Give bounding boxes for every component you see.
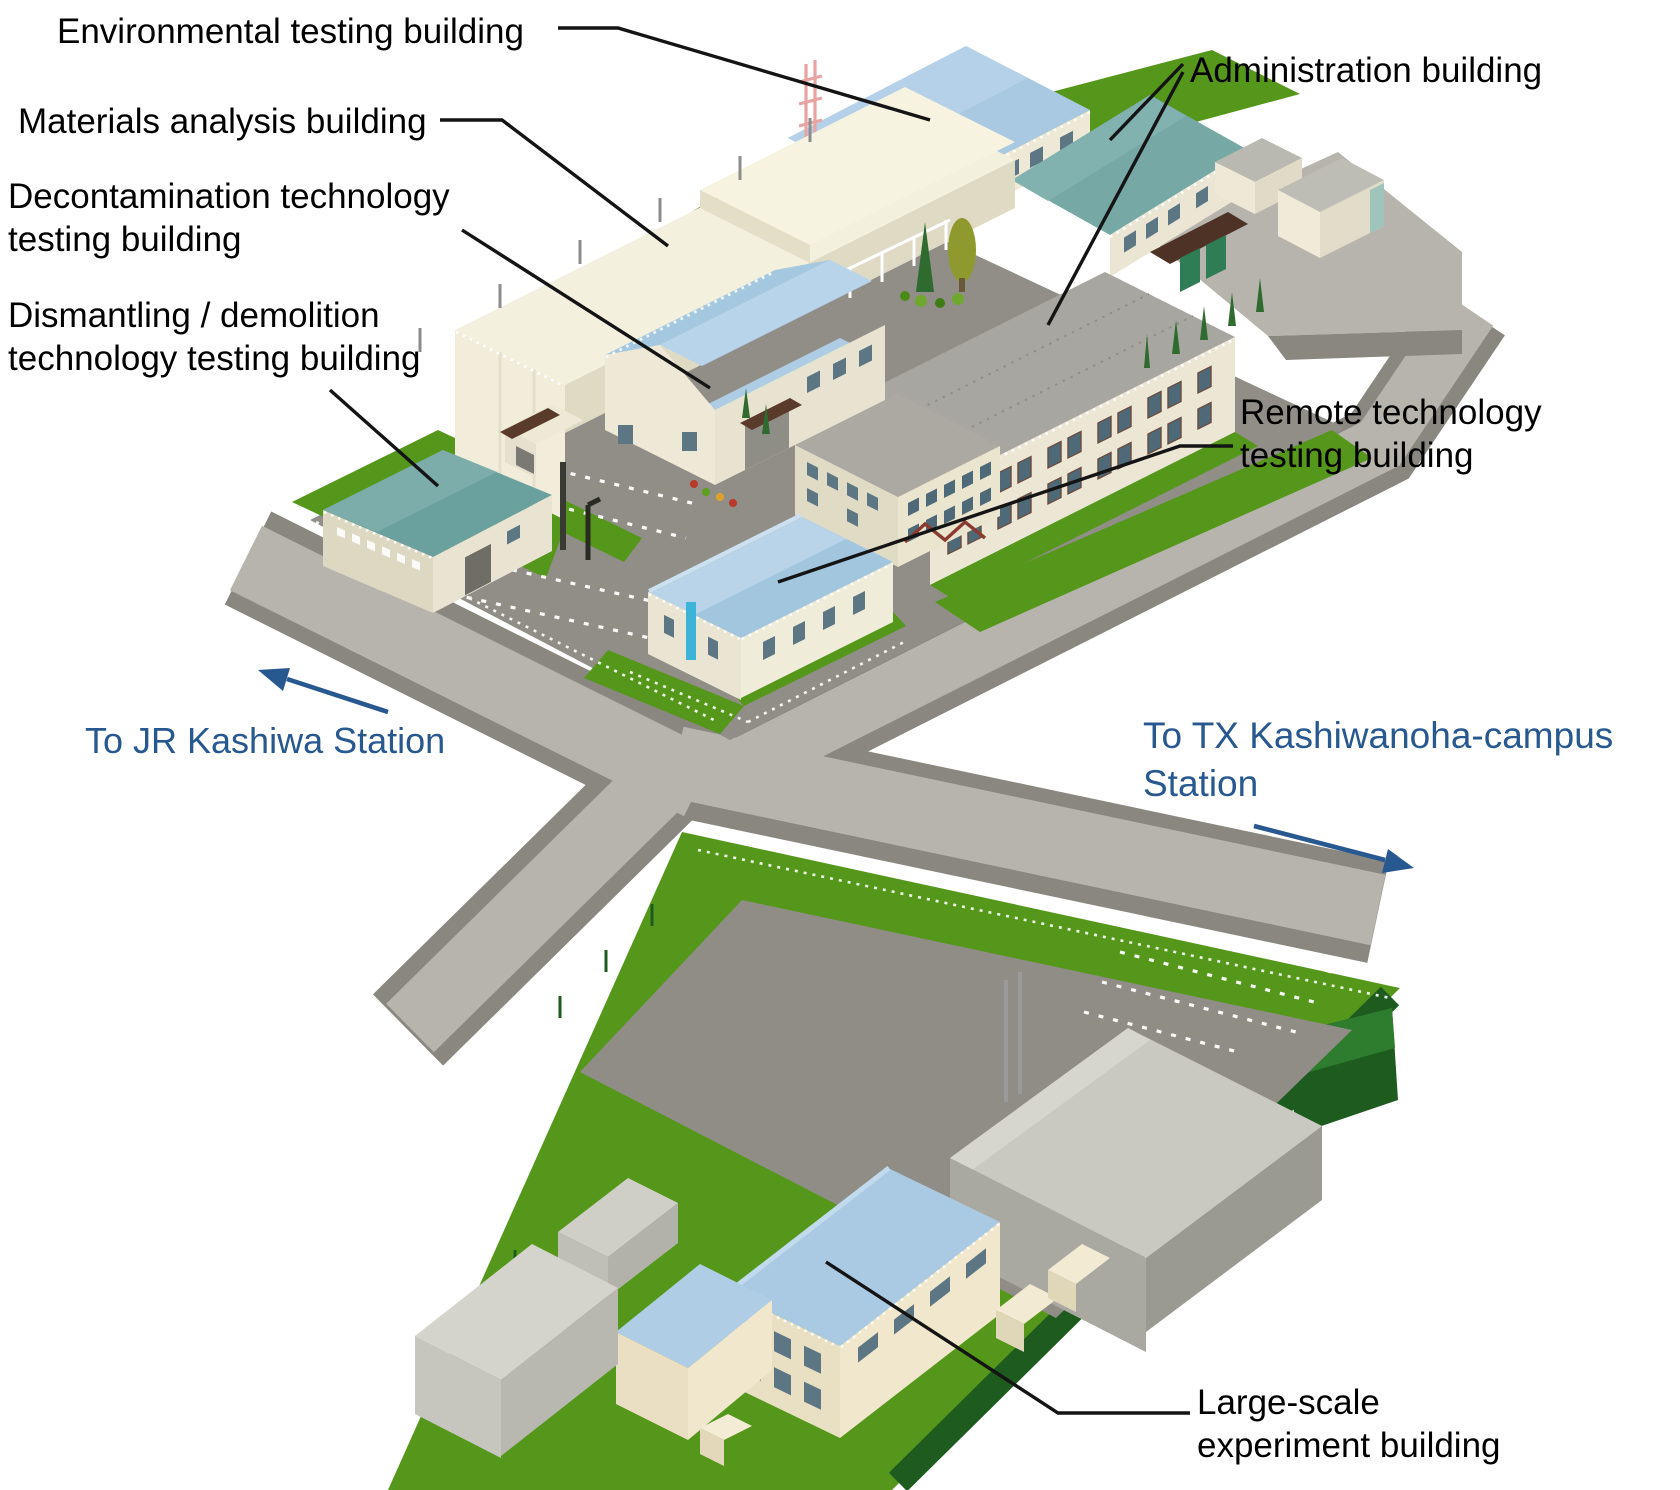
leader-decontamination <box>461 228 711 390</box>
leader-dismantling <box>328 388 440 488</box>
leader-lines <box>328 26 1233 1415</box>
roads <box>224 152 1505 1066</box>
door-canopy <box>500 408 560 439</box>
label-large-scale-line1: Large-scale <box>1197 1383 1380 1422</box>
pipe-rack-icon <box>845 218 951 298</box>
fire-escape-icon <box>903 519 987 544</box>
label-decontamination-line1: Decontamination technology <box>8 177 450 216</box>
windows <box>947 365 1212 556</box>
leader-remote <box>777 444 1233 584</box>
entrance-canopy <box>1150 212 1248 264</box>
leader-materials <box>440 118 670 248</box>
label-dismantling-line1: Dismantling / demolition <box>8 296 380 335</box>
building-lower-gray <box>415 1178 678 1458</box>
building-remote-technology <box>648 513 893 700</box>
label-environmental: Environmental testing building <box>57 12 524 51</box>
building-dismantling <box>323 450 602 613</box>
label-remote-line2: testing building <box>1240 436 1474 475</box>
leader-large-scale <box>825 1260 1190 1415</box>
flower-bed <box>690 480 737 507</box>
materials-front-annex <box>500 404 583 478</box>
glass-doors <box>1180 235 1226 292</box>
label-remote-line1: Remote technology <box>1240 393 1542 432</box>
leader-administration-a <box>1108 62 1185 142</box>
building-administration-main <box>795 272 1258 599</box>
pole-ticks <box>418 118 812 352</box>
label-materials: Materials analysis building <box>18 102 427 141</box>
court-trees <box>900 218 976 308</box>
dock-boxes <box>700 1244 1110 1466</box>
label-to-jr-station: To JR Kashiwa Station <box>85 720 445 761</box>
label-decontamination-line2: testing building <box>8 220 242 259</box>
label-large-scale-line2: experiment building <box>1197 1426 1501 1465</box>
cyan-pipe <box>686 602 696 660</box>
label-to-tx-station-line1: To TX Kashiwanoha-campus <box>1143 715 1613 756</box>
building-large-scale <box>616 1166 1110 1466</box>
side-windows <box>745 344 872 470</box>
building-labels: Environmental testing building Materials… <box>8 12 1542 1465</box>
leader-environmental <box>558 26 931 122</box>
building-administration-annex <box>1012 95 1249 292</box>
arrow-to-jr-icon <box>258 668 389 715</box>
direction-labels: To JR Kashiwa Station To TX Kashiwanoha-… <box>85 715 1613 804</box>
label-administration: Administration building <box>1190 51 1542 90</box>
label-dismantling-line2: technology testing building <box>8 339 421 378</box>
building-decontamination <box>605 260 885 507</box>
leader-administration-b <box>1046 71 1185 326</box>
administration-wing <box>795 394 1000 567</box>
garage-canopy <box>740 398 802 430</box>
building-shed-large <box>1278 158 1384 258</box>
building-shed-small <box>1215 138 1302 214</box>
front-windows <box>618 425 697 451</box>
windows <box>858 1248 986 1363</box>
arrow-to-tx-icon <box>1253 823 1414 873</box>
label-to-tx-station-line2: Station <box>1143 763 1258 804</box>
building-warehouse <box>950 1028 1322 1352</box>
cypress-trees <box>1144 278 1264 368</box>
utility-poles <box>1004 972 1022 1102</box>
